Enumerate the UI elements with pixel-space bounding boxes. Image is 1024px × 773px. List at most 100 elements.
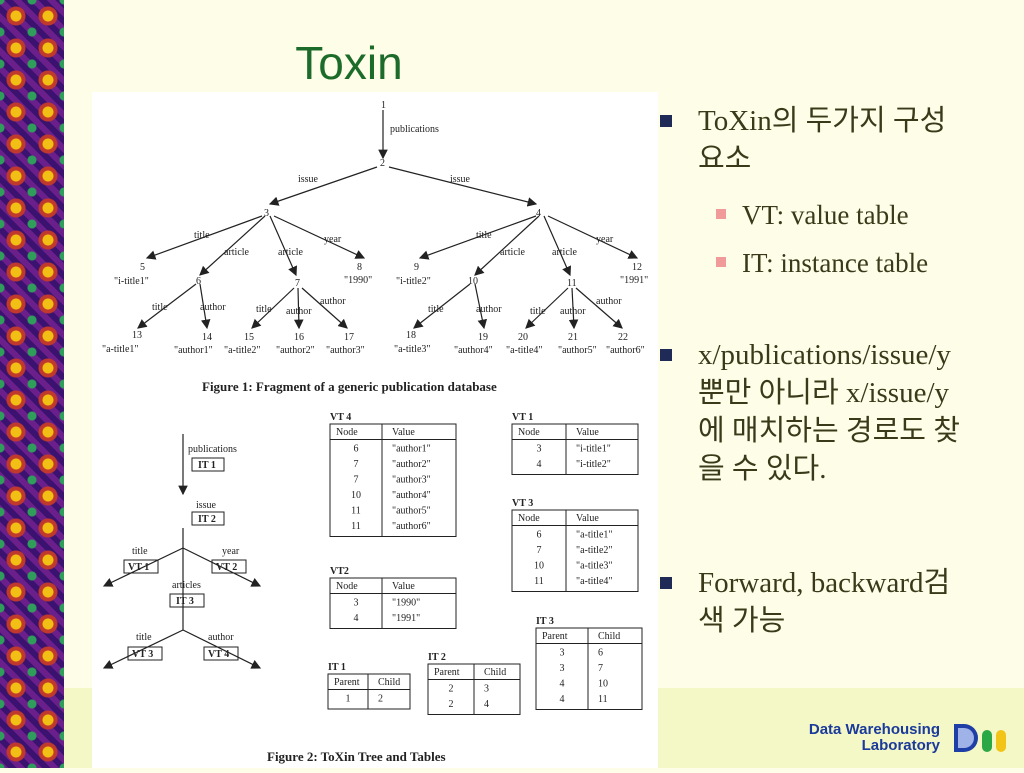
node-label: 7 bbox=[295, 278, 300, 289]
vt4-box bbox=[203, 646, 239, 661]
table-header: Child bbox=[484, 667, 506, 678]
tree-label: year bbox=[222, 546, 240, 557]
figure-1-diagram: 1 publications 2 issue issue 3 4 title a… bbox=[102, 100, 648, 394]
value-label: "a-title2" bbox=[224, 345, 260, 356]
tree-label: articles bbox=[172, 580, 201, 591]
vt2-box bbox=[211, 559, 247, 574]
node-label: 20 bbox=[518, 332, 528, 343]
table-cell: "1991" bbox=[392, 613, 420, 624]
node-label: 4 bbox=[536, 208, 541, 219]
table-header: Node bbox=[336, 427, 358, 438]
bullet-text: IT: instance table bbox=[742, 248, 929, 278]
node-label: 9 bbox=[414, 262, 419, 273]
vt1-box bbox=[123, 559, 159, 574]
table-cell: 11 bbox=[598, 694, 608, 705]
table-cell: 6 bbox=[598, 648, 603, 659]
node-label: 5 bbox=[140, 262, 145, 273]
table-header: Node bbox=[518, 427, 540, 438]
tree-label: IT 3 bbox=[176, 596, 194, 607]
table-cell: 11 bbox=[351, 506, 361, 517]
table-cell: 10 bbox=[534, 561, 544, 572]
node-label: 2 bbox=[380, 158, 385, 169]
tree-label: title bbox=[132, 546, 148, 557]
value-label: "author2" bbox=[276, 345, 315, 356]
edge-label: title bbox=[152, 302, 168, 313]
node-label: 6 bbox=[196, 276, 201, 287]
edge-label: article bbox=[500, 247, 526, 258]
edge-label: title bbox=[530, 306, 546, 317]
bullet-item: ToXin의 두가지 구성요소 bbox=[660, 102, 965, 178]
edge-label: author bbox=[476, 304, 502, 315]
table-cell: 2 bbox=[449, 699, 454, 710]
table-cell: "author6" bbox=[392, 521, 431, 532]
table-cell: 4 bbox=[484, 699, 489, 710]
toxin-tree-edges bbox=[102, 434, 262, 669]
bullet-text: x/publications/issue/y 뿐만 아니라 x/issue/y에… bbox=[698, 339, 960, 485]
edge-label: author bbox=[320, 296, 346, 307]
table-cell: "author4" bbox=[392, 490, 431, 501]
node-label: 10 bbox=[468, 276, 478, 287]
node-label: 1 bbox=[381, 100, 386, 111]
node-label: 8 bbox=[357, 262, 362, 273]
value-label: "author4" bbox=[454, 345, 493, 356]
table-cell: 11 bbox=[351, 521, 361, 532]
node-label: 13 bbox=[132, 330, 142, 341]
edge-label: author bbox=[200, 302, 226, 313]
table-cell: 11 bbox=[534, 576, 544, 587]
square-bullet-icon bbox=[660, 349, 672, 361]
table-title: IT 1 bbox=[328, 662, 346, 673]
table-cell: 7 bbox=[537, 545, 542, 556]
tree-label: issue bbox=[196, 500, 217, 511]
edge-label: issue bbox=[450, 174, 471, 185]
table-cell: "i-title1" bbox=[576, 444, 611, 455]
figure-2-diagram: publications IT 1 issue IT 2 title VT 1 … bbox=[102, 412, 643, 764]
table-cell: 2 bbox=[449, 684, 454, 695]
table-cell: 3 bbox=[354, 598, 359, 609]
table-title: VT 1 bbox=[512, 412, 533, 423]
table-cell: "author1" bbox=[392, 444, 431, 455]
table-header: Value bbox=[392, 581, 415, 592]
table-cell: 4 bbox=[537, 459, 542, 470]
value-label: "a-title3" bbox=[394, 344, 430, 355]
value-label: "author1" bbox=[174, 345, 213, 356]
tree-label: VT 2 bbox=[216, 562, 237, 573]
table-cell: 7 bbox=[354, 475, 359, 486]
node-label: 14 bbox=[202, 332, 212, 343]
value-label: "i-title1" bbox=[114, 276, 149, 287]
table-cell: 10 bbox=[351, 490, 361, 501]
table-cell: "a-title1" bbox=[576, 530, 612, 541]
value-label: "i-title2" bbox=[396, 276, 431, 287]
table-cell: "a-title4" bbox=[576, 576, 612, 587]
sub-bullet-item: VT: value table bbox=[660, 196, 965, 234]
node-label: 12 bbox=[632, 262, 642, 273]
table-cell: 3 bbox=[560, 663, 565, 674]
sub-bullet-item: IT: instance table bbox=[660, 244, 965, 282]
table-cell: "a-title2" bbox=[576, 545, 612, 556]
edge-label: title bbox=[428, 304, 444, 315]
square-bullet-icon bbox=[716, 209, 726, 219]
node-label: 17 bbox=[344, 332, 354, 343]
value-label: "author6" bbox=[606, 345, 645, 356]
figure-2-caption: Figure 2: ToXin Tree and Tables bbox=[267, 749, 446, 764]
table-cell: 7 bbox=[354, 459, 359, 470]
table-cell: "1990" bbox=[392, 598, 420, 609]
node-label: 22 bbox=[618, 332, 628, 343]
edge-label: article bbox=[278, 247, 304, 258]
value-label: "author5" bbox=[558, 345, 597, 356]
bullet-item: x/publications/issue/y 뿐만 아니라 x/issue/y에… bbox=[660, 336, 965, 488]
table-header: Value bbox=[576, 427, 599, 438]
tree-label: publications bbox=[188, 444, 237, 455]
figure-1-caption: Figure 1: Fragment of a generic publicat… bbox=[202, 379, 497, 394]
tree-label: VT 3 bbox=[132, 649, 153, 660]
table-header: Node bbox=[518, 513, 540, 524]
table-title: VT2 bbox=[330, 566, 349, 577]
table-cell: 7 bbox=[598, 663, 603, 674]
lab-footer: Data Warehousing Laboratory bbox=[784, 722, 940, 754]
table-header: Parent bbox=[434, 667, 460, 678]
